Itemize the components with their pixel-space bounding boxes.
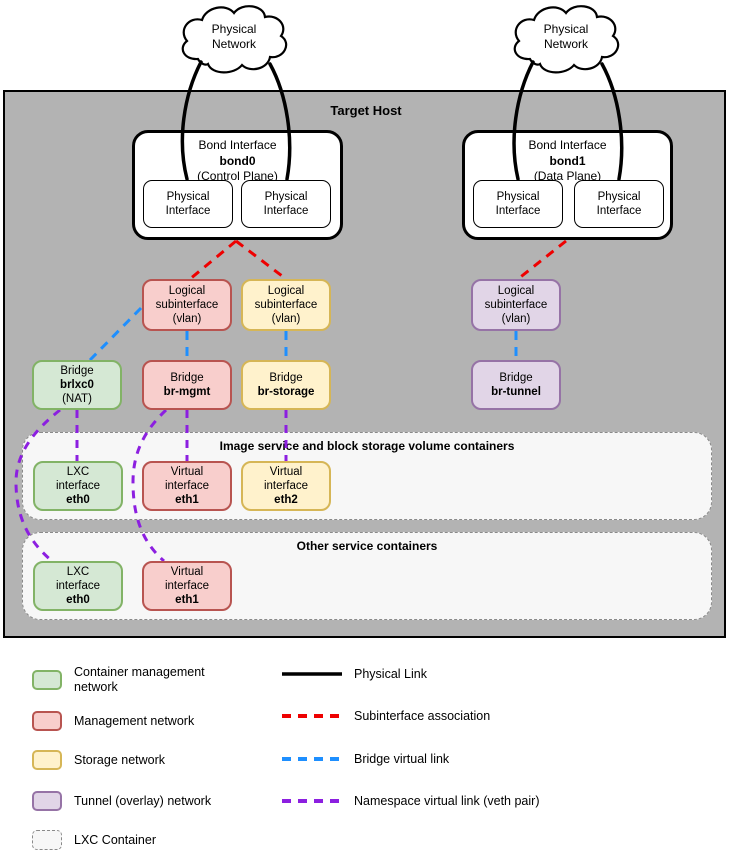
legend-label-subinterface-association: Subinterface association <box>354 709 491 723</box>
legend-label-container-management: Container management network <box>74 665 205 694</box>
physical-network-label-left: Physical Network <box>211 22 257 51</box>
legend-swatch-container-management <box>32 670 62 690</box>
bond1-name: bond1 <box>549 153 586 168</box>
physical-network-cloud-left <box>181 5 288 74</box>
legend-label-physical-link: Physical Link <box>354 667 427 681</box>
bond1-sub: (Data Plane) <box>533 169 602 184</box>
legend-label-tunnel: Tunnel (overlay) network <box>74 794 212 808</box>
legend-swatch-tunnel <box>32 791 62 811</box>
legend-label-lxc-container: LXC Container <box>74 833 156 847</box>
legend-swatch-storage <box>32 750 62 770</box>
legend-label-management: Management network <box>74 714 195 728</box>
bridge-br-storage: Bridge br-storage <box>241 360 331 410</box>
vlan-subinterface-storage: Logical subinterface (vlan) <box>241 279 331 331</box>
bond0-sub: (Control Plane) <box>197 169 278 184</box>
physical-interface-bond0-right: Physical Interface <box>241 180 331 228</box>
legend-label-namespace-virtual-link: Namespace virtual link (veth pair) <box>354 794 540 808</box>
physical-interface-bond1-left: Physical Interface <box>473 180 563 228</box>
legend-label-bridge-virtual-link: Bridge virtual link <box>354 752 450 766</box>
physical-interface-bond1-right: Physical Interface <box>574 180 664 228</box>
legend-swatch-management <box>32 711 62 731</box>
bond1-title: Bond Interface <box>528 138 607 152</box>
c2-lxc-interface-eth0: LXC interface eth0 <box>33 561 123 611</box>
vlan-subinterface-mgmt: Logical subinterface (vlan) <box>142 279 232 331</box>
legend-swatch-lxc-container <box>32 830 62 850</box>
physical-network-label-right: Physical Network <box>543 22 589 51</box>
c1-lxc-interface-eth0: LXC interface eth0 <box>33 461 123 511</box>
bond0-title: Bond Interface <box>198 138 277 152</box>
target-host-title: Target Host <box>330 103 402 118</box>
vlan-subinterface-tunnel: Logical subinterface (vlan) <box>471 279 561 331</box>
bridge-br-mgmt: Bridge br-mgmt <box>142 360 232 410</box>
c1-virtual-interface-eth2: Virtual interface eth2 <box>241 461 331 511</box>
bridge-brlxc0: Bridge brlxc0 (NAT) <box>32 360 122 410</box>
c1-virtual-interface-eth1: Virtual interface eth1 <box>142 461 232 511</box>
bond0-name: bond0 <box>219 153 256 168</box>
legend-label-storage: Storage network <box>74 753 166 767</box>
physical-network-cloud-right <box>513 5 620 74</box>
bridge-br-tunnel: Bridge br-tunnel <box>471 360 561 410</box>
container-image-storage-title: Image service and block storage volume c… <box>219 439 515 453</box>
physical-interface-bond0-left: Physical Interface <box>143 180 233 228</box>
c2-virtual-interface-eth1: Virtual interface eth1 <box>142 561 232 611</box>
container-other-services-title: Other service containers <box>296 539 438 553</box>
